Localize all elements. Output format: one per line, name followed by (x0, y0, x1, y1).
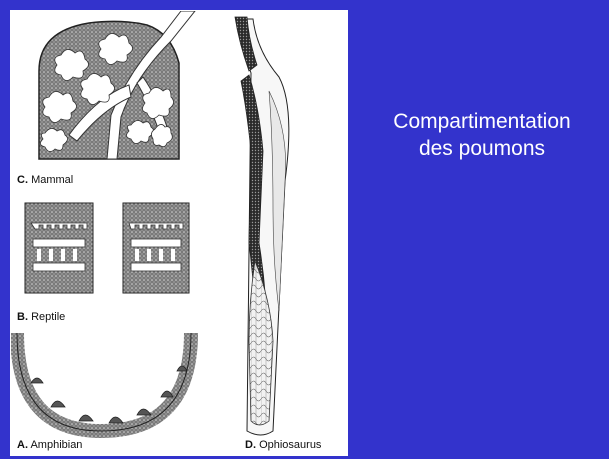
lung-compartment-illustration (11, 11, 347, 455)
reptile-lung-diagram (25, 203, 189, 293)
mammal-lung-diagram (39, 11, 195, 159)
ophiosaurus-lung-diagram (235, 17, 289, 435)
slide-title-line-1: Compartimentation (356, 108, 608, 135)
caption-reptile: B. Reptile (17, 311, 65, 323)
lung-illustration-panel: C. Mammal B. Reptile A. Amphibian D. Oph… (10, 10, 348, 456)
slide-title: Compartimentation des poumons (356, 108, 608, 162)
caption-mammal: C. Mammal (17, 174, 73, 186)
caption-amphibian: A. Amphibian (17, 439, 82, 451)
slide-title-line-2: des poumons (356, 135, 608, 162)
amphibian-lung-diagram (17, 333, 191, 431)
caption-ophiosaurus: D. Ophiosaurus (245, 439, 321, 451)
